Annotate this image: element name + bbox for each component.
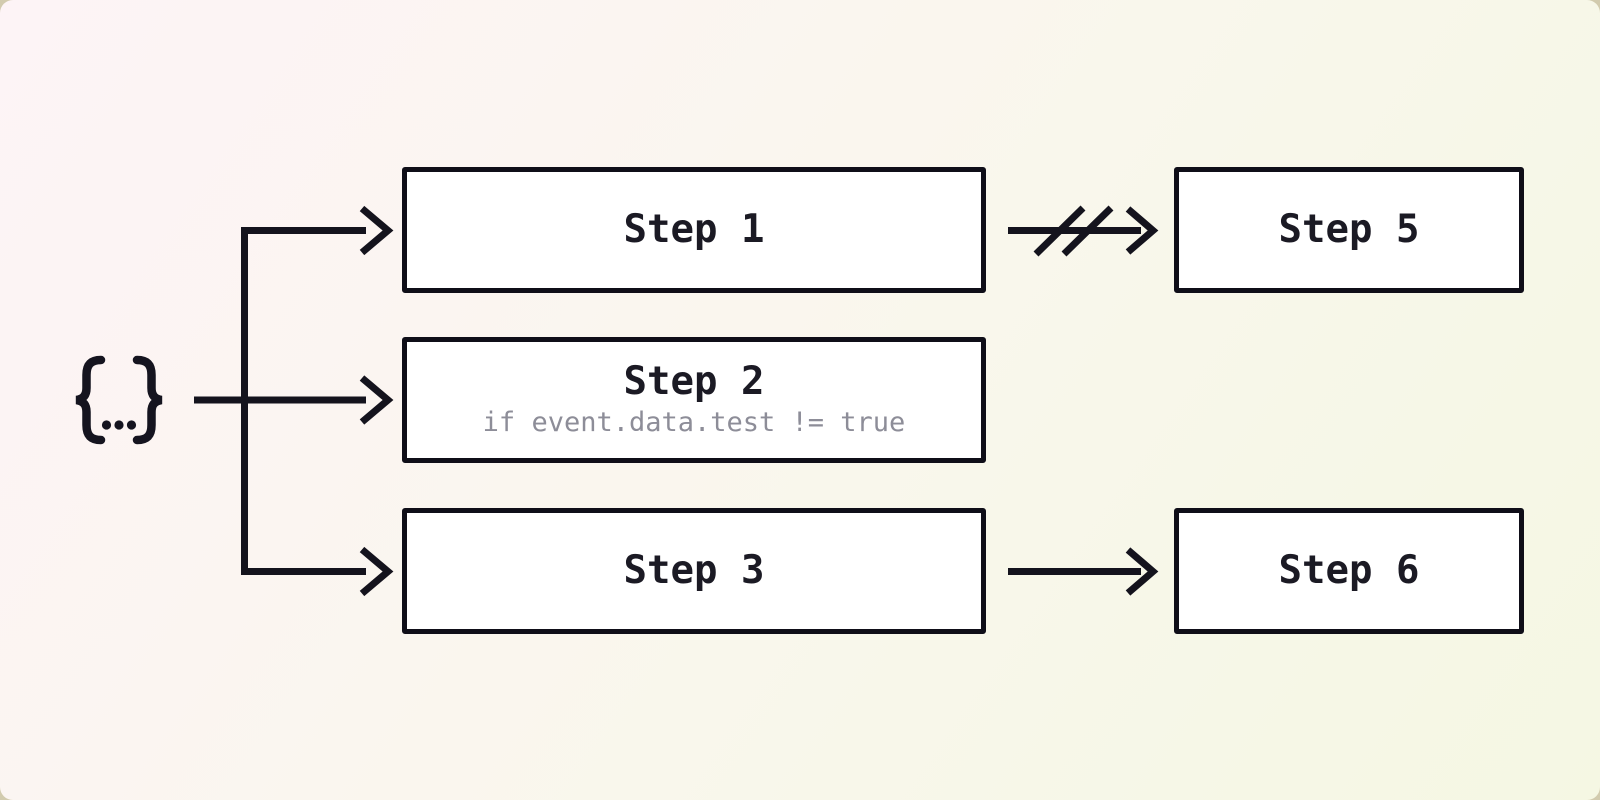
step-condition-label: if event.data.test != true [482, 407, 906, 438]
arrowhead-step1-icon [359, 205, 394, 256]
arrow-step3-to-step6 [1008, 547, 1159, 596]
cancel-slash-icon [1061, 205, 1114, 257]
step-node-step5: Step 5 [1174, 167, 1524, 293]
step-node-step6: Step 6 [1174, 508, 1524, 634]
arrowhead-step6-icon [1125, 547, 1159, 596]
ellipsis-dot-icon [101, 420, 112, 430]
step-node-step1: Step 1 [402, 167, 986, 293]
arrowhead-step2-icon [359, 375, 394, 425]
step-node-step3: Step 3 [402, 508, 986, 634]
step-label: Step 2 [623, 359, 765, 404]
step-label: Step 6 [1278, 548, 1420, 593]
step-node-step2: Step 2 if event.data.test != true [402, 337, 986, 463]
step-label: Step 1 [623, 207, 765, 252]
cancel-slash-icon [1033, 205, 1086, 257]
left-brace-icon [75, 355, 106, 445]
ellipsis-dot-icon [114, 420, 124, 430]
ellipsis-dot-icon [126, 420, 137, 430]
step-label: Step 5 [1278, 207, 1420, 252]
cancelled-arrowhead-icon [1125, 206, 1159, 255]
right-brace-icon [132, 355, 163, 445]
event-payload-icon [70, 355, 168, 445]
arrowhead-step3-icon [359, 546, 394, 597]
step-label: Step 3 [623, 548, 765, 593]
cancelled-arrow-step1-to-step5 [1008, 205, 1159, 257]
